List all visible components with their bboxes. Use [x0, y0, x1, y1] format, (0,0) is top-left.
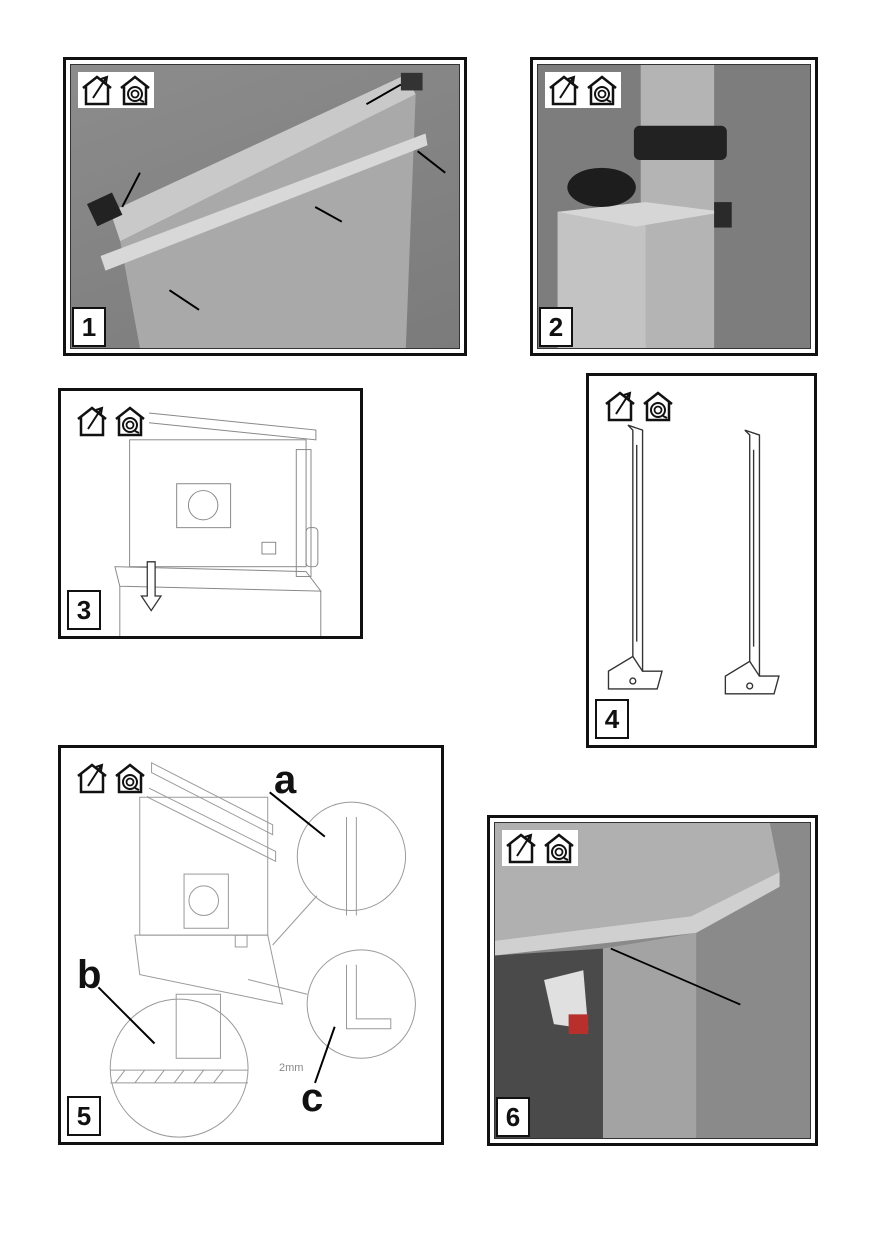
- step-2-panel: 2: [530, 57, 818, 356]
- step-6-panel: 6: [487, 815, 818, 1146]
- step-3-drawing: [114, 409, 322, 636]
- house-exhaust-icon: [603, 390, 637, 422]
- callout-c: c: [301, 1076, 324, 1120]
- house-recirculation-icon: [113, 405, 147, 437]
- house-exhaust-icon: [80, 74, 114, 106]
- house-recirculation-icon: [585, 74, 619, 106]
- installation-type-icons: [73, 403, 149, 439]
- step-5-drawing: [97, 761, 416, 1138]
- house-recirculation-icon: [542, 832, 576, 864]
- callout-b: b: [77, 953, 102, 997]
- installation-type-icons: [78, 72, 154, 108]
- step-3-panel: 3: [58, 388, 363, 639]
- step-6-photo: [494, 822, 811, 1139]
- installation-type-icons: [545, 72, 621, 108]
- step-4-panel: 4: [586, 373, 817, 748]
- step-number: 2: [539, 307, 573, 347]
- step-5-panel: a b c 2mm 5: [58, 745, 444, 1145]
- step-number: 5: [67, 1096, 101, 1136]
- step-1-panel: 1: [63, 57, 467, 356]
- house-recirculation-icon: [113, 762, 147, 794]
- installation-type-icons: [502, 830, 578, 866]
- step-number: 3: [67, 590, 101, 630]
- step-number: 4: [595, 699, 629, 739]
- installation-type-icons: [73, 760, 149, 796]
- house-recirculation-icon: [641, 390, 675, 422]
- house-exhaust-icon: [75, 405, 109, 437]
- step-number: 1: [72, 307, 106, 347]
- step-2-photo: [537, 64, 811, 349]
- installation-type-icons: [601, 388, 677, 424]
- step-4-drawing: [607, 424, 780, 695]
- house-recirculation-icon: [118, 74, 152, 106]
- step-number: 6: [496, 1097, 530, 1137]
- house-exhaust-icon: [504, 832, 538, 864]
- callout-a: a: [274, 758, 297, 802]
- house-exhaust-icon: [547, 74, 581, 106]
- house-exhaust-icon: [75, 762, 109, 794]
- step-1-photo: [70, 64, 460, 349]
- gap-dimension-label: 2mm: [279, 1062, 304, 1074]
